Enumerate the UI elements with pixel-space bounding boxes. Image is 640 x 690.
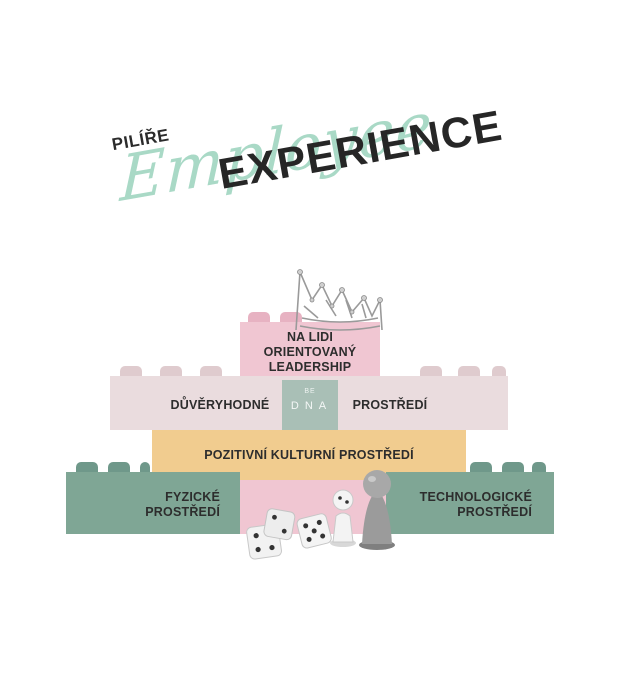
bottom-left-label: FYZICKÉ PROSTŘEDÍ: [145, 490, 220, 519]
third-brick-label: POZITIVNÍ KULTURNÍ PROSTŘEDÍ: [204, 448, 414, 462]
game-piece-icon: [330, 470, 395, 550]
dna-logo: BE DNA: [282, 380, 338, 430]
bottom-right-label: TECHNOLOGICKÉ PROSTŘEDÍ: [419, 490, 532, 519]
top-brick-label: NA LIDI ORIENTOVANÝ LEADERSHIP: [263, 330, 357, 374]
second-left-label: DŮVĚRYHODNÉ: [170, 398, 270, 412]
dice-icon: [246, 508, 332, 560]
second-right-label: PROSTŘEDÍ: [352, 398, 428, 412]
